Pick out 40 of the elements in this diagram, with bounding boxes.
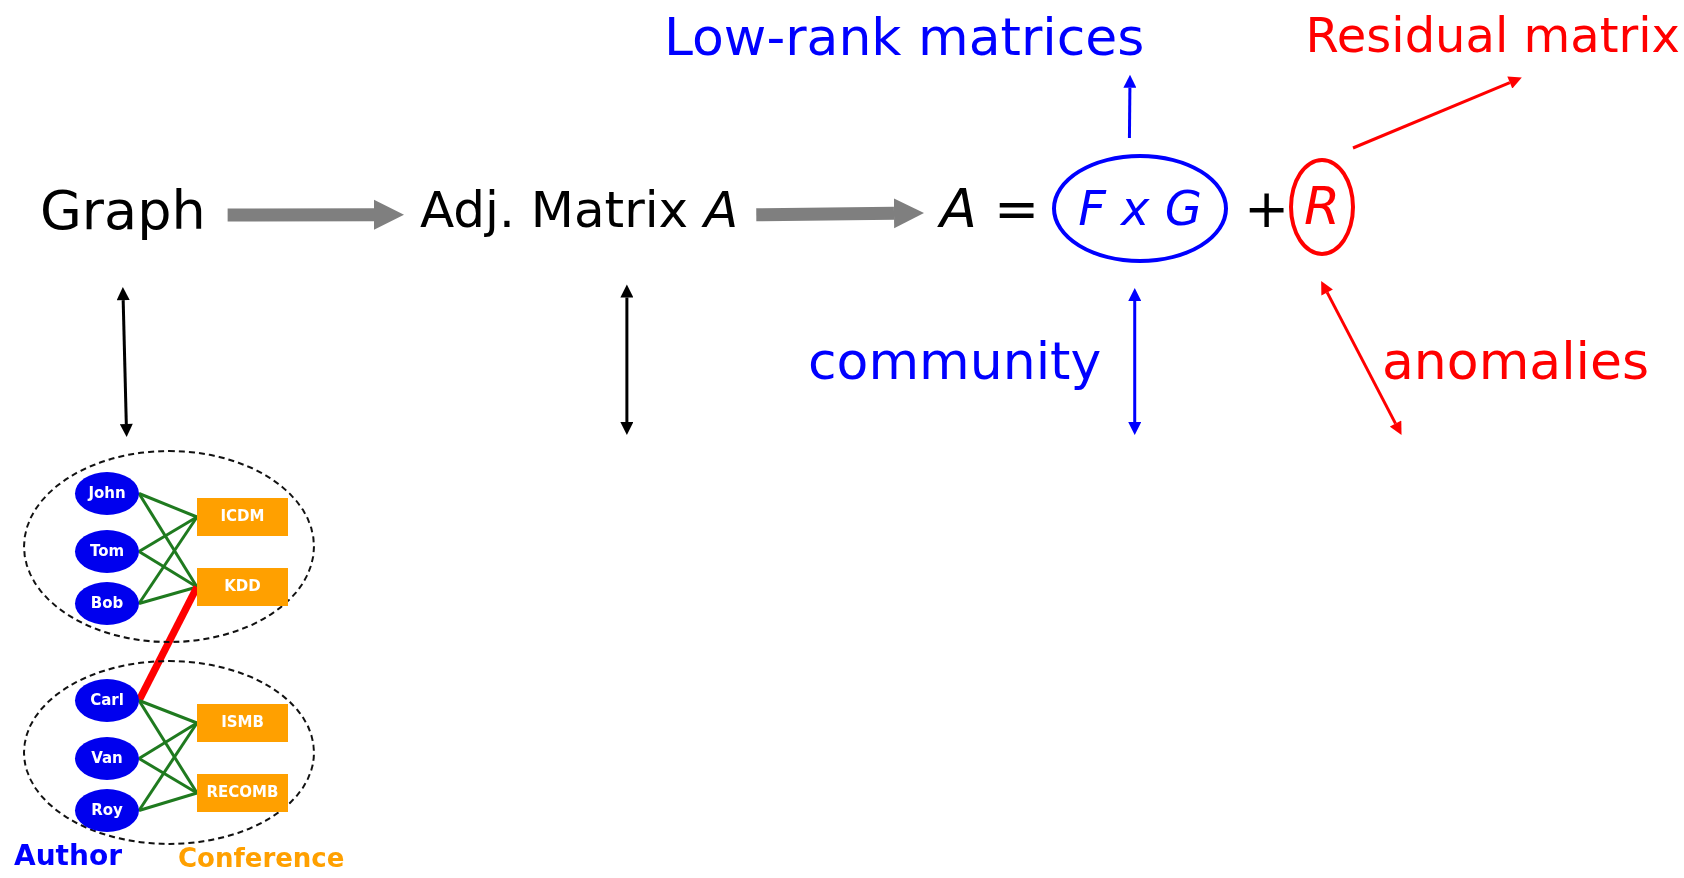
connection-line (137, 722, 199, 812)
author-node: Van (75, 737, 139, 780)
connection-line (138, 699, 198, 725)
community-outline (23, 450, 315, 643)
author-node: Carl (75, 679, 139, 722)
author-node: Roy (75, 789, 139, 832)
author-node: John (75, 472, 139, 515)
annotation-text: Low-rank matrices (664, 8, 1145, 68)
connection-line (138, 492, 198, 519)
residual-ellipse: R (1289, 158, 1355, 256)
conference-node: ISMB (197, 704, 288, 742)
conference-node: KDD (197, 568, 288, 606)
plus-sign: + (1244, 178, 1290, 241)
arrow (756, 198, 924, 229)
community-outline (23, 660, 315, 845)
author-node: Tom (75, 530, 139, 573)
conference-node: RECOMB (197, 774, 288, 812)
stage-label: Graph (40, 180, 206, 243)
author-node: Bob (75, 582, 139, 625)
connection-line (138, 515, 198, 553)
connection-line (138, 550, 198, 589)
double-arrow (1128, 288, 1142, 435)
stage-label: Adj. Matrix A (420, 182, 739, 240)
conference-node: ICDM (197, 498, 288, 536)
axis-caption: Conference (178, 844, 345, 874)
connection-line (137, 699, 199, 794)
connection-line (137, 516, 199, 605)
arrow (1352, 76, 1522, 150)
connection-line (138, 791, 198, 812)
arrow (227, 199, 404, 230)
connection-line (138, 757, 198, 795)
connection-line (138, 721, 198, 760)
double-arrow (620, 284, 634, 435)
annotation-text: Residual matrix (1305, 8, 1680, 64)
axis-caption: Author (14, 840, 122, 873)
double-arrow (116, 287, 133, 437)
factor-ellipse: F x G (1052, 154, 1228, 263)
double-arrow (1321, 280, 1402, 436)
connection-line (137, 492, 199, 588)
arrow (1123, 74, 1137, 138)
